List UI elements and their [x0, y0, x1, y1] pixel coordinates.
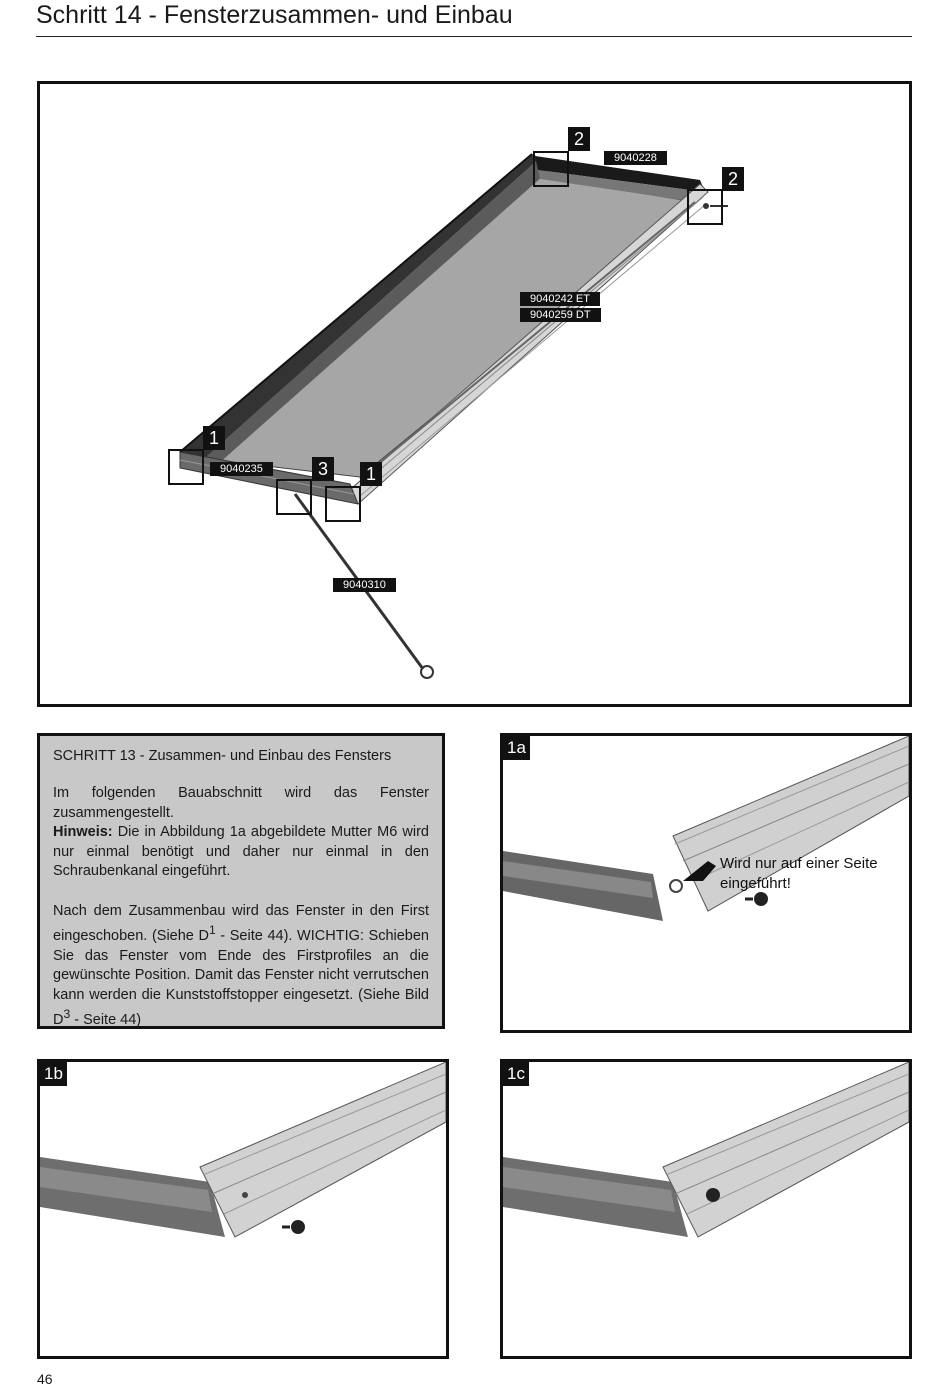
instruction-box: SCHRITT 13 - Zusammen- und Einbau des Fe… — [37, 733, 445, 1029]
detail-panel-1b: 1b — [37, 1059, 449, 1359]
detail-tag-1c: 1c — [503, 1062, 529, 1086]
hint-label: Hinweis: — [53, 824, 113, 841]
profile-joint-drawing-1a — [503, 736, 909, 921]
instruction-paragraph-1: Im folgenden Bauabschnitt wird das Fenst… — [53, 784, 429, 882]
para2-superscript-2: 3 — [63, 1007, 71, 1022]
profile-joint-drawing-1b — [40, 1062, 446, 1238]
part-label-9040235: 9040235 — [210, 462, 273, 476]
part-label-9040259-dt: 9040259 DT — [520, 308, 601, 322]
para2-part-c: - Seite 44) — [70, 1012, 142, 1029]
part-label-9040310: 9040310 — [333, 578, 396, 592]
step-marker-1-left: 1 — [203, 426, 225, 450]
instruction-paragraph-2: Nach dem Zusammenbau wird das Fenster in… — [53, 902, 429, 1031]
profile-joint-drawing-1c — [503, 1062, 909, 1238]
main-assembly-figure: 2 9040228 2 9040242 ET 9040259 DT 1 9040… — [37, 81, 912, 707]
part-label-9040228: 9040228 — [604, 151, 667, 165]
para2-superscript-1: 1 — [208, 923, 216, 938]
page-title: Schritt 14 - Fensterzusammen- und Einbau — [36, 1, 513, 29]
title-divider — [36, 36, 912, 37]
instruction-heading: SCHRITT 13 - Zusammen- und Einbau des Fe… — [53, 748, 392, 764]
step-marker-2: 2 — [568, 127, 590, 151]
step-marker-3: 3 — [312, 457, 334, 481]
part-label-9040242-et: 9040242 ET — [520, 292, 600, 306]
callout-line-1: Wird nur auf einer Seite — [720, 855, 878, 872]
para2-part-b: - Seite 44). WICHTIG: Schieben Sie das F… — [53, 927, 429, 1029]
para2-part-a: Nach dem Zusammenbau wird das Fenster in… — [53, 902, 429, 944]
detail-tag-1a: 1a — [503, 736, 530, 760]
hint-text: Die in Abbildung 1a abgebildete Mutter M… — [53, 824, 429, 880]
step-marker-2-right: 2 — [722, 167, 744, 191]
detail-tag-1b: 1b — [40, 1062, 67, 1086]
page-number: 46 — [37, 1371, 53, 1387]
detail-panel-1c: 1c — [500, 1059, 912, 1359]
callout-line-2: eingeführt! — [720, 875, 791, 892]
window-frame-drawing — [168, 151, 728, 679]
step-marker-1-right: 1 — [360, 462, 382, 486]
instruction-intro: Im folgenden Bauabschnitt wird das Fenst… — [53, 785, 429, 821]
detail-1a-callout: Wird nur auf einer Seite eingeführt! — [720, 854, 878, 894]
detail-panel-1a: 1a Wird nur auf einer Seite eingeführt! — [500, 733, 912, 1033]
